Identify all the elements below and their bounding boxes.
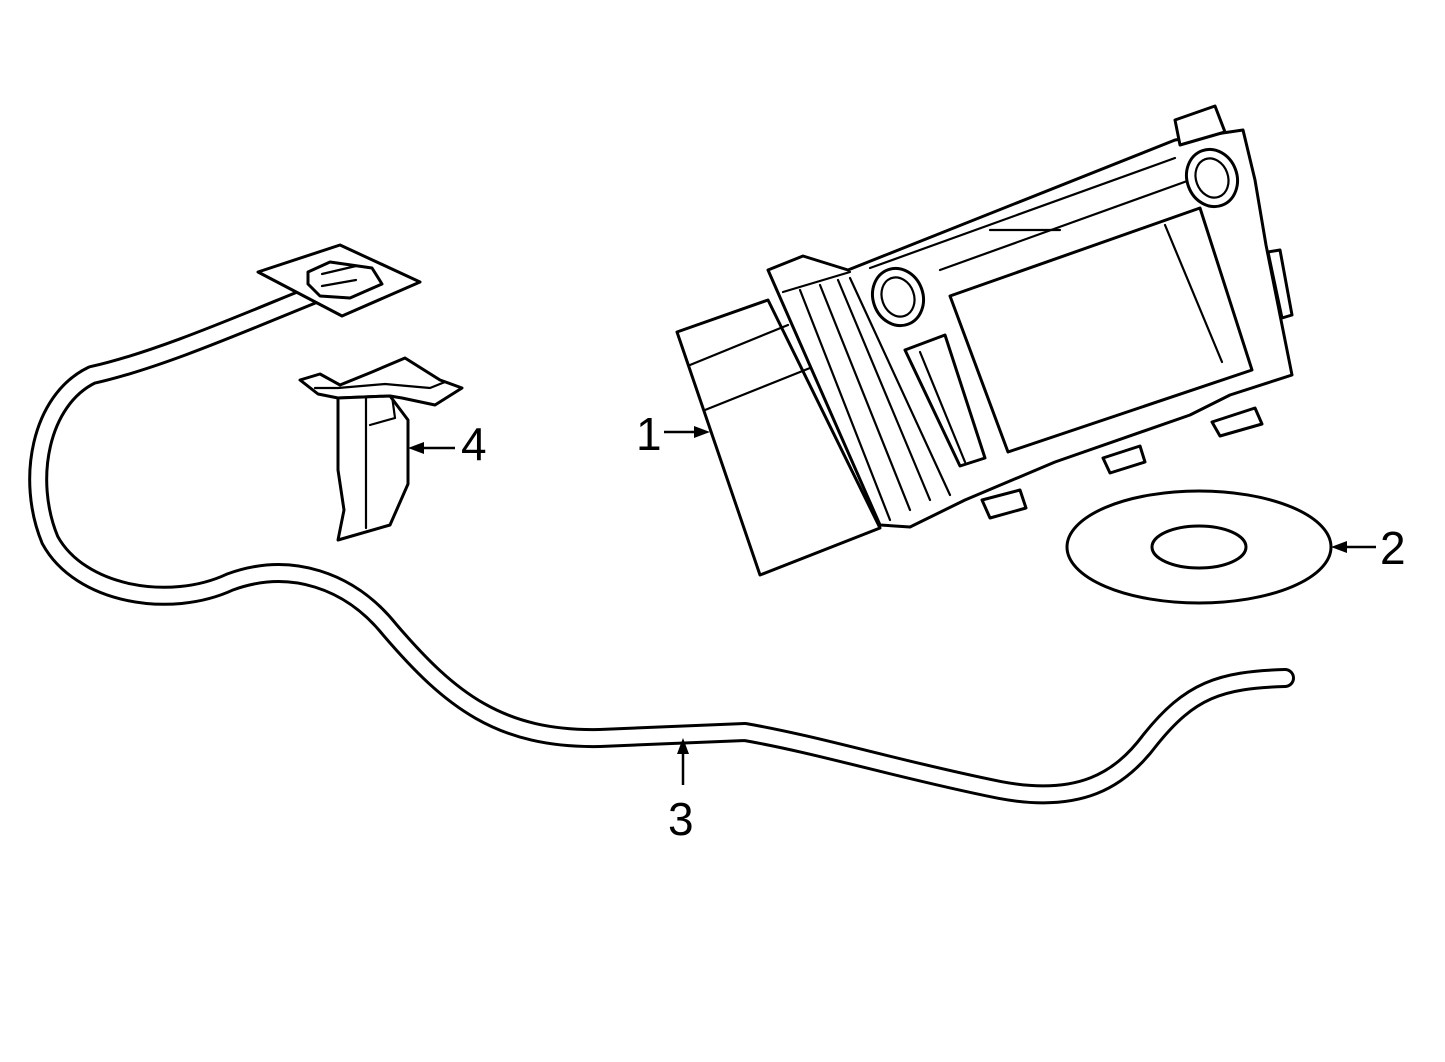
callout-4: 4 [461,418,487,470]
callout-2: 2 [1380,522,1406,574]
callout-1: 1 [636,408,662,460]
antenna-pad [256,243,422,318]
callout-3: 3 [668,793,694,845]
leader-3 [677,738,689,785]
disc [1065,489,1333,605]
leader-1 [664,426,710,438]
antenna-cable [28,282,1295,805]
leader-2 [1331,541,1376,553]
retainer-clip [298,356,464,542]
radio-unit [675,104,1294,577]
leader-4 [408,442,455,454]
